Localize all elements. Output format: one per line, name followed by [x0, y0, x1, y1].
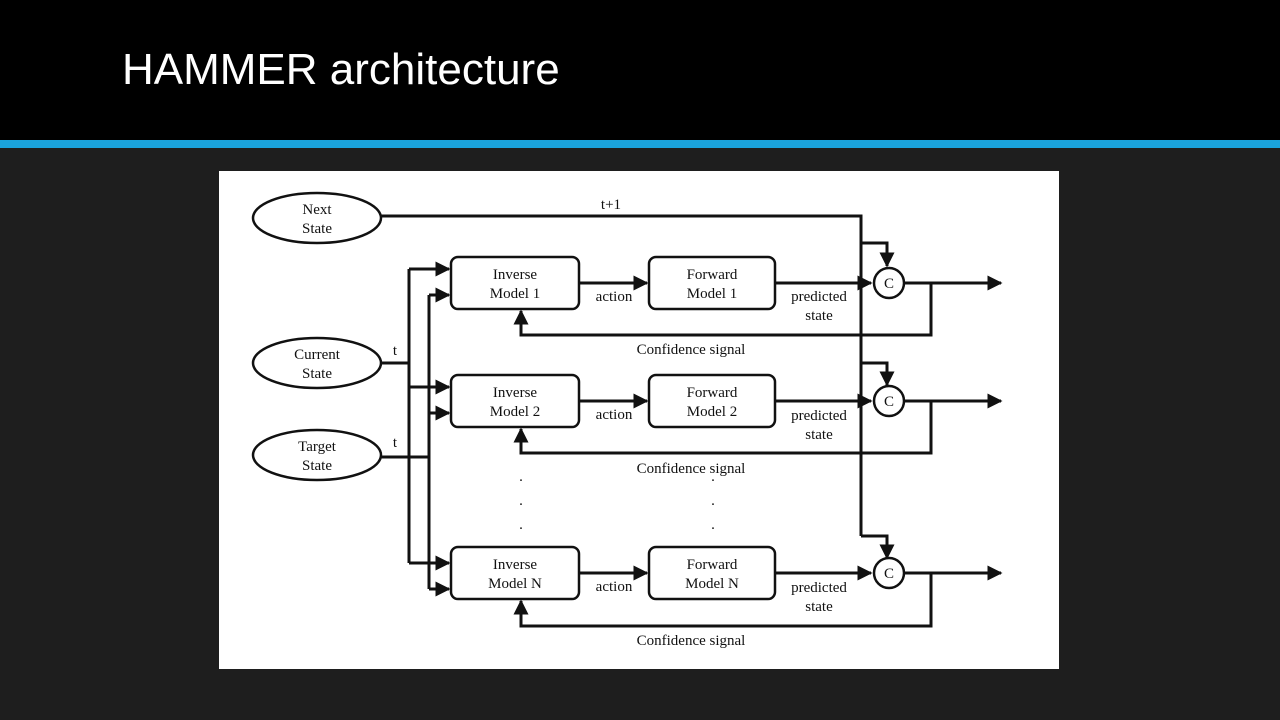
- action-label: action: [596, 579, 633, 595]
- accent-bar: [0, 140, 1280, 148]
- predicted-label: state: [805, 308, 833, 324]
- confidence-signal-label: Confidence signal: [637, 461, 746, 477]
- forward-model-2: Forward Model 2: [647, 373, 777, 429]
- action-label: action: [596, 289, 633, 305]
- input-next-state: Next State: [251, 191, 383, 245]
- time-label-current: t: [393, 343, 398, 359]
- box-label: Model 2: [490, 404, 540, 420]
- action-label: action: [596, 407, 633, 423]
- svg-text:·: ·: [711, 497, 716, 513]
- hammer-architecture-diagram: Next State Current State Target State t+…: [219, 171, 1059, 669]
- ellipsis-inverse: · · ·: [519, 473, 524, 537]
- comparator-1: C: [872, 266, 906, 300]
- svg-text:·: ·: [519, 521, 524, 537]
- confidence-signal-label: Confidence signal: [637, 342, 746, 358]
- box-label: Inverse: [493, 557, 537, 573]
- input-label: State: [302, 458, 332, 474]
- time-label-target: t: [393, 435, 398, 451]
- svg-text:·: ·: [519, 497, 524, 513]
- diagram-canvas: Next State Current State Target State t+…: [251, 191, 1003, 649]
- box-label: Model N: [685, 576, 739, 592]
- inverse-model-1: Inverse Model 1: [449, 255, 581, 311]
- svg-text:·: ·: [711, 521, 716, 537]
- slide-title: HAMMER architecture: [122, 45, 560, 94]
- box-label: Forward: [687, 557, 738, 573]
- time-label-next: t+1: [601, 197, 621, 213]
- box-label: Model N: [488, 576, 542, 592]
- box-label: Model 2: [687, 404, 737, 420]
- input-label: State: [302, 221, 332, 237]
- input-current-state: Current State: [251, 336, 383, 390]
- predicted-label: predicted: [791, 580, 847, 596]
- predicted-label: predicted: [791, 289, 847, 305]
- input-label: Next: [302, 202, 332, 218]
- comparator-label: C: [884, 276, 894, 292]
- ellipsis-forward: · · ·: [711, 473, 716, 537]
- input-label: Target: [298, 439, 337, 455]
- predicted-label: state: [805, 599, 833, 615]
- slide-header: HAMMER architecture: [0, 0, 1280, 140]
- inverse-model-2: Inverse Model 2: [449, 373, 581, 429]
- svg-text:·: ·: [711, 473, 716, 489]
- box-label: Forward: [687, 267, 738, 283]
- inverse-model-n: Inverse Model N: [449, 545, 581, 601]
- input-label: Current: [294, 347, 341, 363]
- forward-model-n: Forward Model N: [647, 545, 777, 601]
- box-label: Model 1: [687, 286, 737, 302]
- comparator-label: C: [884, 394, 894, 410]
- predicted-label: state: [805, 427, 833, 443]
- comparator-2: C: [872, 384, 906, 418]
- input-label: State: [302, 366, 332, 382]
- connector-lines: [381, 214, 1003, 628]
- box-label: Forward: [687, 385, 738, 401]
- forward-model-1: Forward Model 1: [647, 255, 777, 311]
- box-label: Inverse: [493, 267, 537, 283]
- svg-text:·: ·: [519, 473, 524, 489]
- predicted-label: predicted: [791, 408, 847, 424]
- comparator-label: C: [884, 566, 894, 582]
- comparator-n: C: [872, 556, 906, 590]
- input-target-state: Target State: [251, 428, 383, 482]
- box-label: Inverse: [493, 385, 537, 401]
- box-label: Model 1: [490, 286, 540, 302]
- confidence-signal-label: Confidence signal: [637, 633, 746, 649]
